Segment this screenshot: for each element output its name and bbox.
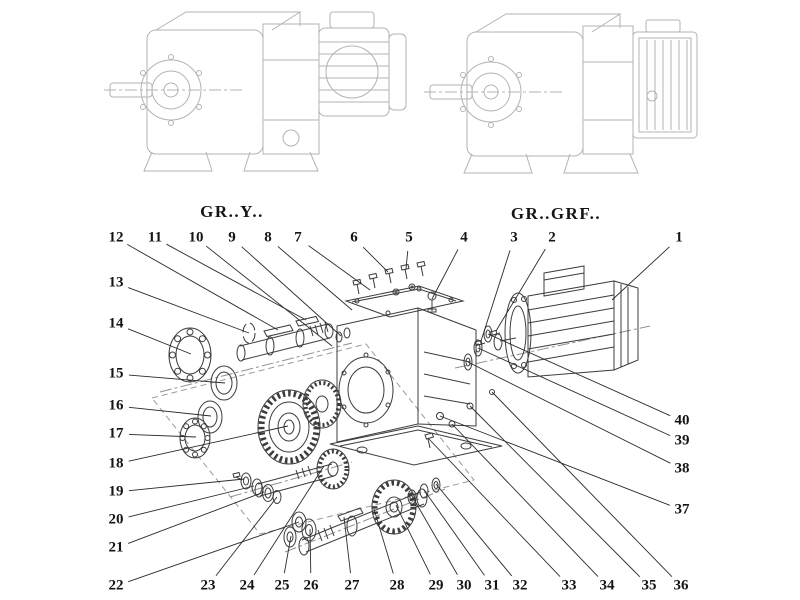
gearbox-housing (329, 307, 503, 466)
plug-34 (448, 420, 456, 428)
callout-label-33: 33 (561, 577, 577, 594)
output-key (337, 507, 364, 522)
vent-plug (427, 291, 437, 313)
bearing-large (168, 327, 212, 383)
callout-label-32: 32 (512, 577, 528, 594)
callout-label-34: 34 (599, 577, 615, 594)
callout-label-16: 16 (108, 397, 124, 414)
callout-label-30: 30 (456, 577, 472, 594)
callout-label-31: 31 (484, 577, 500, 594)
callout-label-9: 9 (228, 229, 236, 246)
callout-label-15: 15 (108, 365, 124, 382)
callout-label-37: 37 (674, 501, 690, 518)
callout-label-24: 24 (239, 577, 255, 594)
callout-label-36: 36 (673, 577, 689, 594)
gear-medium (302, 379, 342, 429)
callout-label-6: 6 (350, 229, 358, 246)
drain-plug (436, 412, 444, 420)
callout-label-7: 7 (294, 229, 302, 246)
title-grgrf: GR..GRF.. (510, 204, 602, 223)
callout-label-18: 18 (108, 455, 124, 472)
oil-seal (210, 365, 238, 401)
callout-label-26: 26 (303, 577, 319, 594)
callout-label-10: 10 (188, 229, 204, 246)
terminal-box (543, 265, 585, 297)
plug-36 (489, 389, 495, 395)
exploded-view-drawing (151, 260, 651, 556)
callout-label-2: 2 (548, 229, 556, 246)
callout-label-17: 17 (108, 425, 124, 442)
callout-label-35: 35 (641, 577, 657, 594)
callout-label-25: 25 (274, 577, 290, 594)
callout-label-14: 14 (108, 315, 124, 332)
fan-cowl (613, 280, 639, 371)
callout-label-21: 21 (108, 539, 124, 556)
callout-label-20: 20 (108, 511, 124, 528)
callout-label-23: 23 (200, 577, 216, 594)
electric-motor (493, 265, 639, 378)
housing-cover (344, 285, 465, 318)
top-view-grgrf-drawing (424, 13, 698, 174)
callout-label-29: 29 (428, 577, 444, 594)
shaft-key-short (295, 315, 320, 327)
title-gry: GR..Y.. (200, 202, 264, 221)
callout-label-38: 38 (674, 460, 690, 477)
snap-ring (242, 322, 256, 344)
callout-label-8: 8 (264, 229, 272, 246)
callout-label-27: 27 (344, 577, 360, 594)
callout-label-28: 28 (389, 577, 405, 594)
top-view-gry-drawing (104, 11, 407, 172)
callout-label-11: 11 (147, 229, 163, 246)
shaft-key-long (263, 324, 294, 338)
callout-label-12: 12 (108, 229, 124, 246)
callout-label-19: 19 (108, 483, 124, 500)
callout-label-13: 13 (108, 274, 124, 291)
callout-label-1: 1 (675, 229, 683, 246)
center-lines (159, 325, 651, 553)
callout-label-3: 3 (510, 229, 518, 246)
callout-label-39: 39 (674, 432, 690, 449)
callout-label-4: 4 (460, 229, 468, 246)
bearing-small (179, 417, 211, 459)
gear-large (257, 389, 321, 465)
callout-label-5: 5 (405, 229, 413, 246)
callout-label-40: 40 (674, 412, 690, 429)
callout-label-22: 22 (108, 577, 124, 594)
